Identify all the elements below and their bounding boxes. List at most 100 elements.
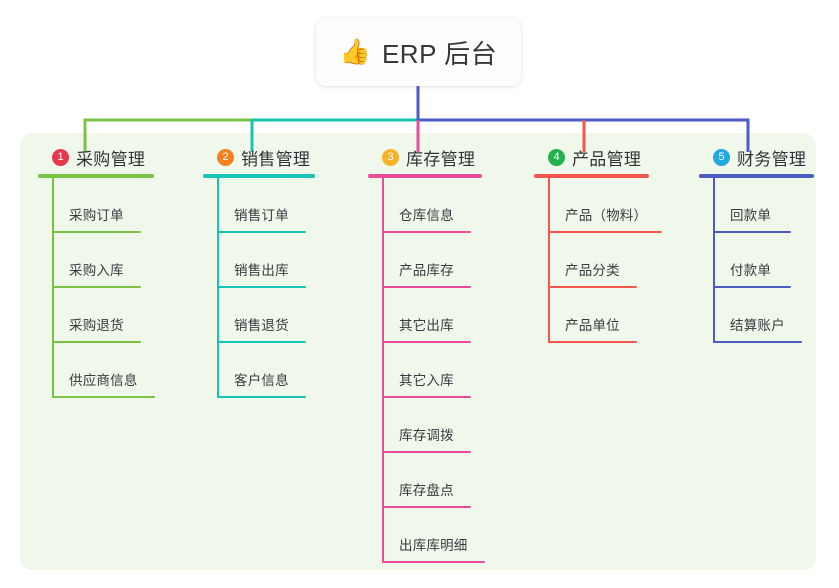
leaf-item-label: 其它出库 [399, 318, 454, 333]
leaf-item[interactable]: 客户信息 [217, 343, 315, 398]
root-title: ERP 后台 [381, 38, 498, 69]
column-items-3: 仓库信息产品库存其它出库其它入库库存调拨库存盘点出库库明细 [368, 178, 485, 563]
column-number-badge: 1 [52, 148, 69, 166]
column-title: 采购管理 [76, 149, 146, 169]
leaf-item-label: 产品分类 [565, 263, 620, 278]
leaf-item-label: 供应商信息 [69, 373, 138, 388]
leaf-item-underline [52, 396, 155, 398]
root-node-content: 👍 ERP 后台 [340, 34, 497, 71]
leaf-item-underline [382, 561, 485, 563]
leaf-item[interactable]: 销售出库 [217, 233, 315, 288]
column-title: 财务管理 [737, 149, 807, 169]
leaf-item[interactable]: 付款单 [713, 233, 814, 288]
column-items-4: 产品（物料） 产品分类产品单位 [534, 178, 662, 343]
leaf-item-underline [382, 396, 471, 398]
leaf-item[interactable]: 产品单位 [548, 288, 649, 343]
column-5: 5 财务管理回款单付款单结算账户 [699, 145, 814, 343]
leaf-item-label: 采购退货 [69, 318, 124, 333]
root-node-card[interactable]: 👍 ERP 后台 [316, 18, 521, 86]
column-4: 4 产品管理产品（物料） 产品分类产品单位 [534, 145, 662, 343]
column-number-badge: 5 [713, 148, 730, 166]
leaf-item-underline [548, 341, 637, 343]
column-items-1: 采购订单采购入库采购退货供应商信息 [38, 178, 155, 398]
leaf-item-label: 其它入库 [399, 373, 454, 388]
column-underline [699, 174, 814, 178]
leaf-item[interactable]: 产品库存 [382, 233, 482, 288]
leaf-item[interactable]: 采购退货 [52, 288, 154, 343]
column-header-4[interactable]: 4 产品管理 [534, 145, 649, 169]
leaf-item-label: 产品库存 [399, 263, 454, 278]
leaf-item-label: 回款单 [730, 208, 772, 223]
leaf-item-underline [382, 506, 471, 508]
leaf-item[interactable]: 回款单 [713, 178, 814, 233]
leaf-item-underline [548, 231, 662, 233]
leaf-item-underline [382, 341, 471, 343]
leaf-item[interactable]: 出库库明细 [382, 508, 485, 563]
column-3: 3 库存管理仓库信息产品库存其它出库其它入库库存调拨库存盘点出库库明细 [368, 145, 485, 563]
column-title: 产品管理 [572, 149, 642, 169]
leaf-item[interactable]: 产品（物料） [548, 178, 662, 233]
leaf-item-label: 销售出库 [234, 263, 289, 278]
column-stem [713, 178, 715, 343]
column-underline [534, 174, 649, 178]
column-1: 1 采购管理采购订单采购入库采购退货供应商信息 [38, 145, 155, 398]
column-header-1[interactable]: 1 采购管理 [38, 145, 154, 169]
leaf-item[interactable]: 其它入库 [382, 343, 482, 398]
leaf-item-underline [52, 341, 141, 343]
leaf-item-underline [52, 286, 141, 288]
column-stem [548, 178, 550, 343]
leaf-item-underline [217, 341, 306, 343]
leaf-item-underline [713, 286, 791, 288]
leaf-item[interactable]: 采购入库 [52, 233, 154, 288]
column-header-5[interactable]: 5 财务管理 [699, 145, 814, 169]
leaf-item-label: 付款单 [730, 263, 772, 278]
column-number-badge: 4 [548, 148, 565, 166]
leaf-item[interactable]: 采购订单 [52, 178, 154, 233]
leaf-item-label: 仓库信息 [399, 208, 454, 223]
leaf-item-label: 出库库明细 [399, 538, 468, 553]
leaf-item-label: 客户信息 [234, 373, 289, 388]
leaf-item-underline [713, 341, 802, 343]
column-underline [368, 174, 482, 178]
column-items-5: 回款单付款单结算账户 [699, 178, 814, 343]
leaf-item[interactable]: 销售退货 [217, 288, 315, 343]
leaf-item[interactable]: 产品分类 [548, 233, 649, 288]
column-title: 库存管理 [406, 149, 476, 169]
leaf-item-label: 库存调拨 [399, 428, 454, 443]
leaf-item-label: 采购入库 [69, 263, 124, 278]
leaf-item[interactable]: 库存调拨 [382, 398, 482, 453]
leaf-item-underline [217, 396, 306, 398]
leaf-item-underline [217, 286, 306, 288]
column-2: 2 销售管理销售订单销售出库销售退货客户信息 [203, 145, 315, 398]
leaf-item-label: 库存盘点 [399, 483, 454, 498]
column-number-badge: 2 [217, 148, 234, 166]
leaf-item-label: 销售订单 [234, 208, 289, 223]
leaf-item[interactable]: 销售订单 [217, 178, 315, 233]
column-underline [203, 174, 315, 178]
leaf-item-underline [713, 231, 791, 233]
column-underline [38, 174, 154, 178]
column-stem [217, 178, 219, 398]
leaf-item-label: 结算账户 [730, 318, 785, 333]
leaf-item[interactable]: 供应商信息 [52, 343, 155, 398]
column-header-3[interactable]: 3 库存管理 [368, 145, 482, 169]
column-number-badge: 3 [382, 148, 399, 166]
leaf-item-label: 产品单位 [565, 318, 620, 333]
leaf-item-underline [382, 286, 471, 288]
leaf-item-label: 产品（物料） [565, 208, 648, 223]
leaf-item-underline [52, 231, 141, 233]
leaf-item-underline [217, 231, 306, 233]
leaf-item-underline [382, 231, 471, 233]
leaf-item[interactable]: 库存盘点 [382, 453, 482, 508]
leaf-item[interactable]: 其它出库 [382, 288, 482, 343]
leaf-item[interactable]: 仓库信息 [382, 178, 482, 233]
thumbs-up-icon: 👍 [339, 37, 371, 66]
column-header-2[interactable]: 2 销售管理 [203, 145, 315, 169]
leaf-item[interactable]: 结算账户 [713, 288, 814, 343]
column-stem [382, 178, 384, 563]
column-stem [52, 178, 54, 398]
leaf-item-label: 采购订单 [69, 208, 124, 223]
leaf-item-underline [548, 286, 637, 288]
column-title: 销售管理 [241, 149, 311, 169]
